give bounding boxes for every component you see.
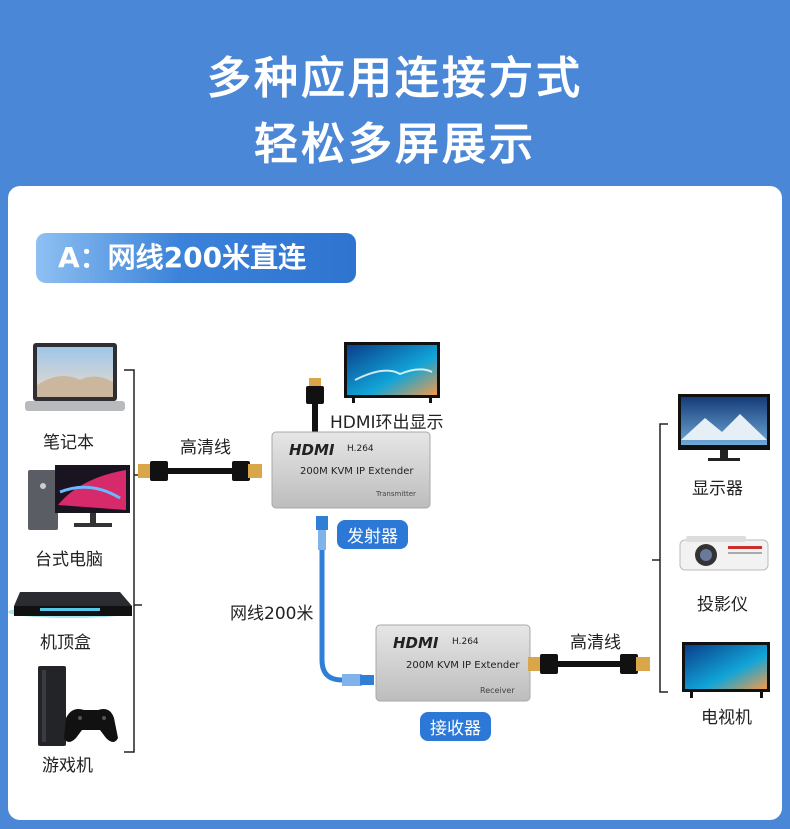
hdmi-cable-left (138, 461, 262, 481)
transmitter-device (271, 431, 431, 509)
display-bracket (652, 423, 668, 693)
desktop-label: 台式电脑 (35, 550, 103, 570)
set-top-box-icon (8, 592, 132, 618)
laptop-icon (25, 343, 125, 411)
laptop-label: 笔记本 (43, 433, 94, 453)
receiver-type: Receiver (480, 686, 515, 695)
transmitter-codec: H.264 (347, 444, 374, 454)
section-tag: A：网线200米直连 (36, 233, 356, 283)
set-top-box-label: 机顶盒 (40, 633, 91, 653)
transmitter-type: Transmitter (376, 490, 416, 498)
transmitter-model: 200M KVM IP Extender (300, 466, 414, 477)
receiver-label: 接收器 (420, 712, 491, 741)
hdmi-loop-cable (306, 378, 324, 434)
receiver-model: 200M KVM IP Extender (406, 660, 520, 671)
monitor-label: 显示器 (692, 479, 743, 499)
headline-line-2: 轻松多屏展示 (254, 119, 536, 170)
headline-line-1: 多种应用连接方式 (207, 53, 583, 104)
receiver-codec: H.264 (452, 637, 479, 647)
transmitter-label: 发射器 (337, 520, 408, 549)
transmitter-brand: HDMI (289, 441, 335, 459)
monitor-icon (678, 394, 770, 461)
projector-icon (679, 536, 769, 571)
hdmi-cable-left-label: 高清线 (180, 438, 231, 458)
tv-icon (682, 642, 770, 698)
receiver-brand: HDMI (393, 634, 439, 652)
desktop-pc-icon (28, 465, 130, 530)
network-cable (316, 516, 374, 686)
hdmi-loop-label: HDMI环出显示 (330, 413, 444, 433)
game-console-label: 游戏机 (42, 756, 93, 776)
tv-label: 电视机 (701, 708, 752, 728)
network-cable-label: 网线200米 (230, 604, 314, 624)
loop-out-tv-icon (344, 342, 440, 403)
source-bracket (124, 369, 142, 753)
projector-label: 投影仪 (697, 595, 748, 615)
hdmi-cable-right-label: 高清线 (570, 633, 621, 653)
hdmi-cable-right (528, 654, 650, 674)
game-console-icon (38, 666, 118, 746)
